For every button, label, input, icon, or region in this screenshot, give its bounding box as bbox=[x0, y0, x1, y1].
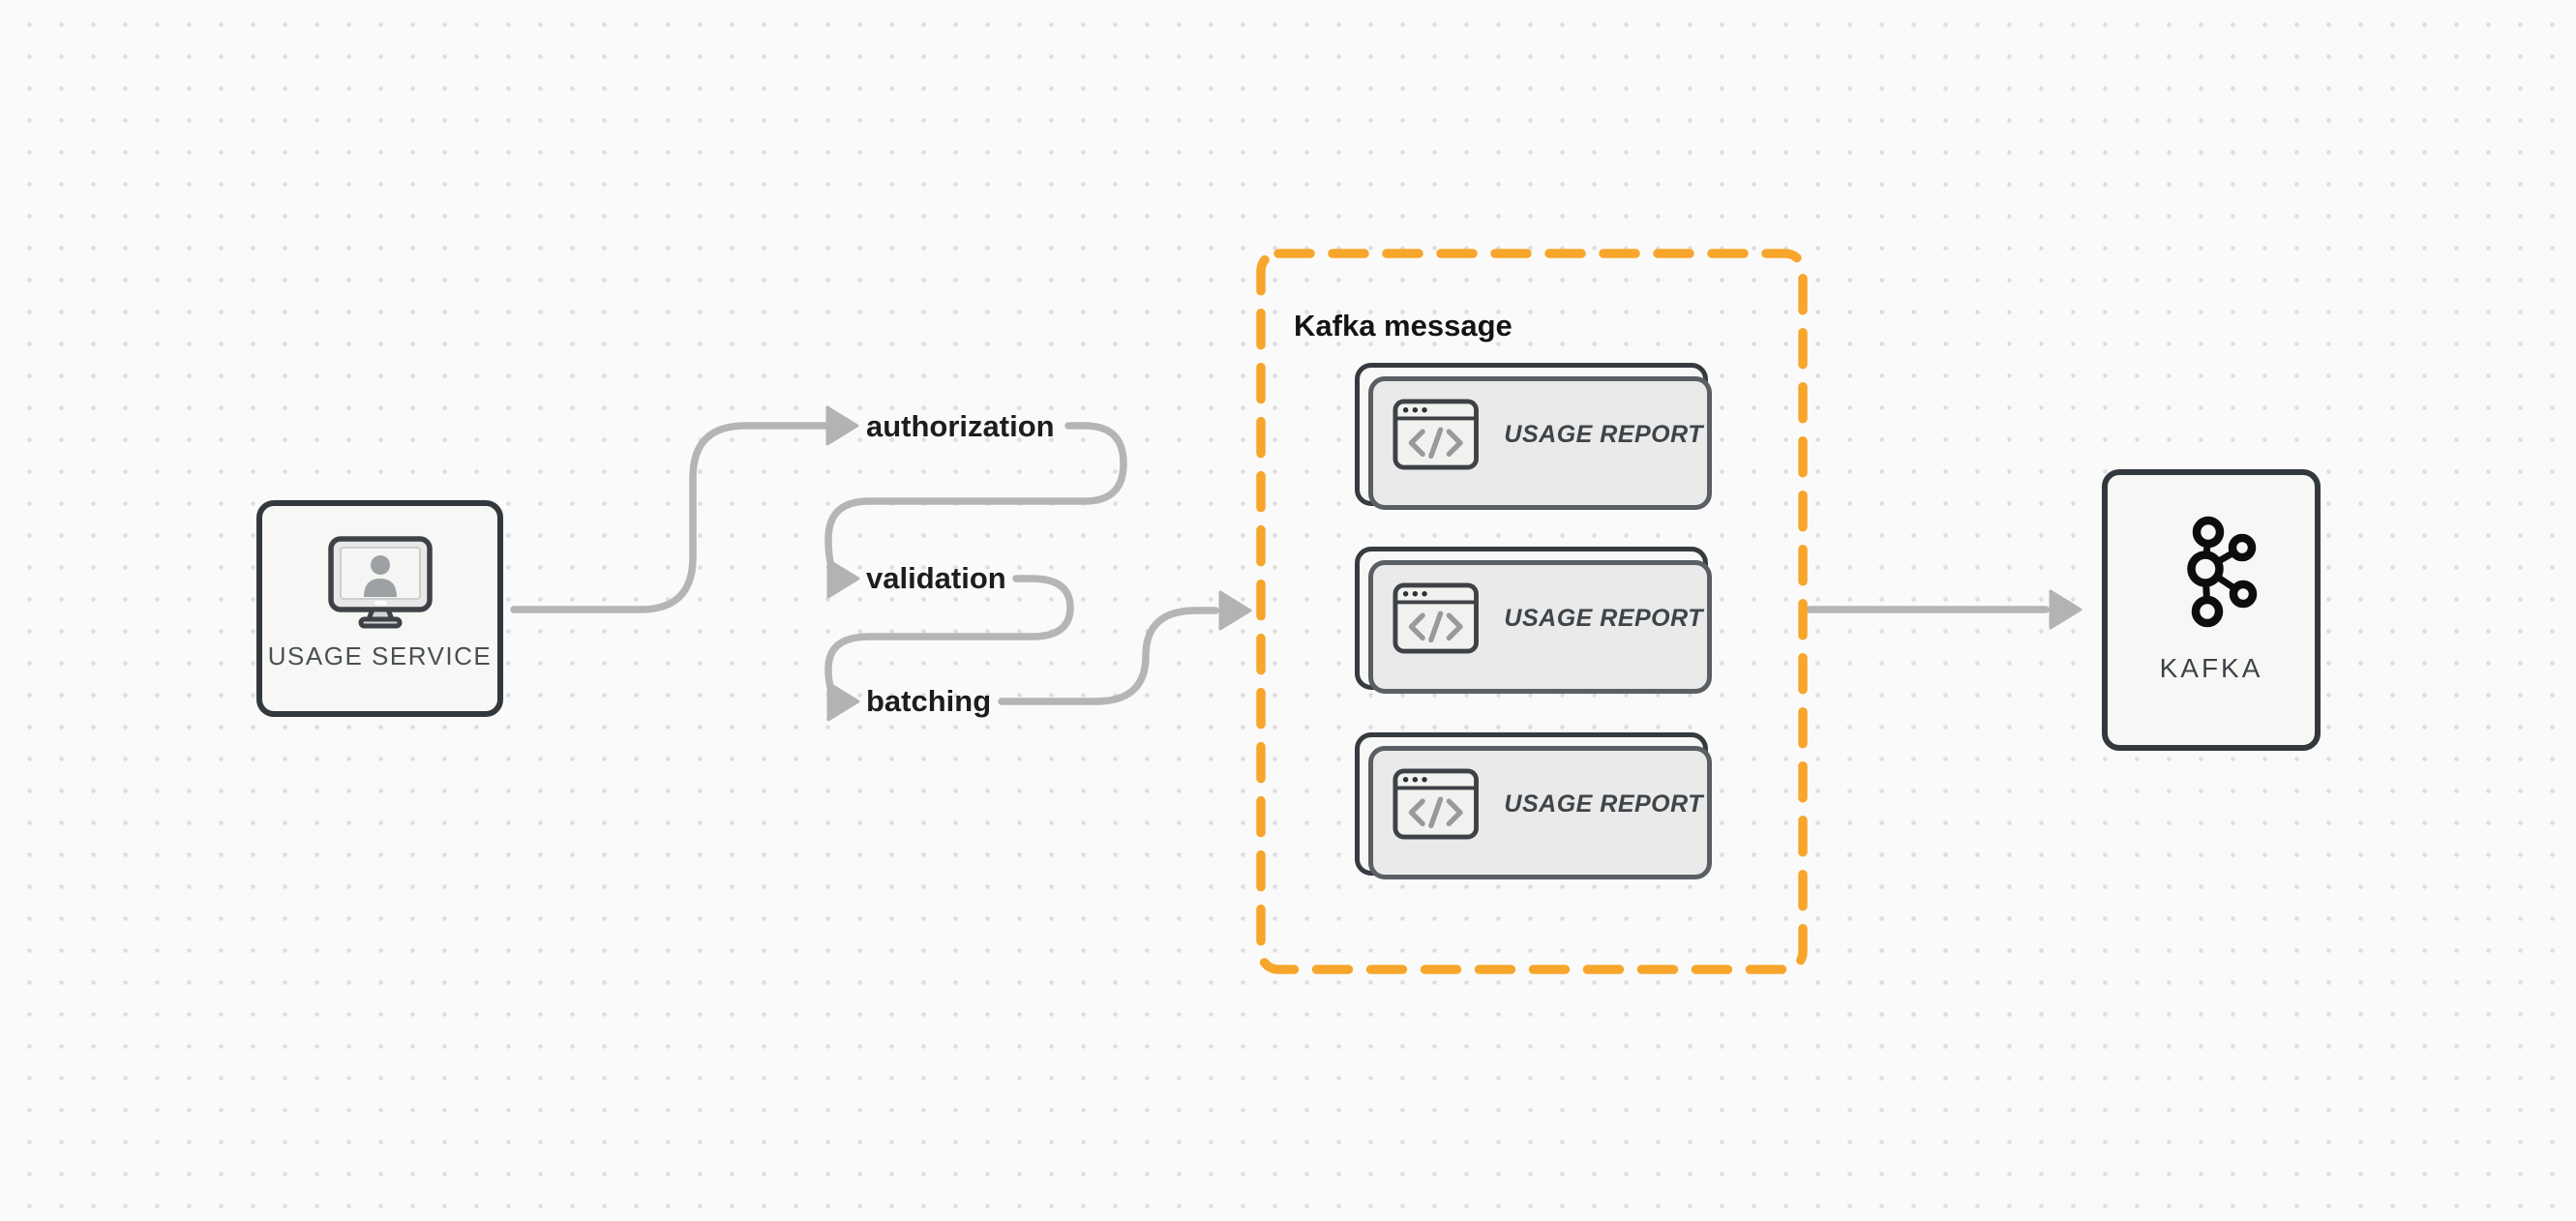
arrowhead-batching bbox=[826, 681, 860, 722]
kafka-message-group-title: Kafka message bbox=[1294, 309, 1513, 342]
flow-step-authorization: authorization bbox=[866, 409, 1055, 443]
code-window-icon bbox=[1393, 399, 1479, 470]
usage-report-label: USAGE REPORT bbox=[1504, 420, 1703, 448]
usage-report-card: USAGE REPORT bbox=[1355, 547, 1712, 694]
kafka-message-group-border bbox=[1256, 249, 1808, 974]
arrowhead-into-kafka bbox=[2049, 589, 2082, 630]
usage-report-card: USAGE REPORT bbox=[1355, 363, 1712, 510]
connector-usage-to-authorization bbox=[510, 422, 830, 613]
connector-batching-to-group bbox=[998, 607, 1219, 705]
kafka-label: KAFKA bbox=[2159, 653, 2263, 683]
arrowhead-authorization bbox=[825, 405, 859, 446]
usage-report-label: USAGE REPORT bbox=[1504, 789, 1703, 818]
arrowhead-into-group bbox=[1218, 590, 1252, 631]
usage-report-card: USAGE REPORT bbox=[1355, 732, 1712, 879]
connector-validation-to-batching bbox=[824, 575, 1074, 704]
flow-step-validation: validation bbox=[866, 561, 1006, 595]
usage-service-node: USAGE SERVICE bbox=[256, 500, 503, 717]
usage-service-label: USAGE SERVICE bbox=[267, 641, 493, 670]
flow-step-batching: batching bbox=[866, 684, 992, 718]
connector-authorization-to-validation bbox=[824, 422, 1127, 582]
code-window-icon bbox=[1393, 582, 1479, 654]
monitor-user-icon bbox=[327, 536, 433, 629]
kafka-logo-icon bbox=[2187, 516, 2258, 628]
kafka-node: KAFKA bbox=[2102, 469, 2321, 751]
code-window-icon bbox=[1393, 768, 1479, 840]
usage-report-label: USAGE REPORT bbox=[1504, 604, 1703, 632]
arrowhead-validation bbox=[826, 558, 860, 599]
